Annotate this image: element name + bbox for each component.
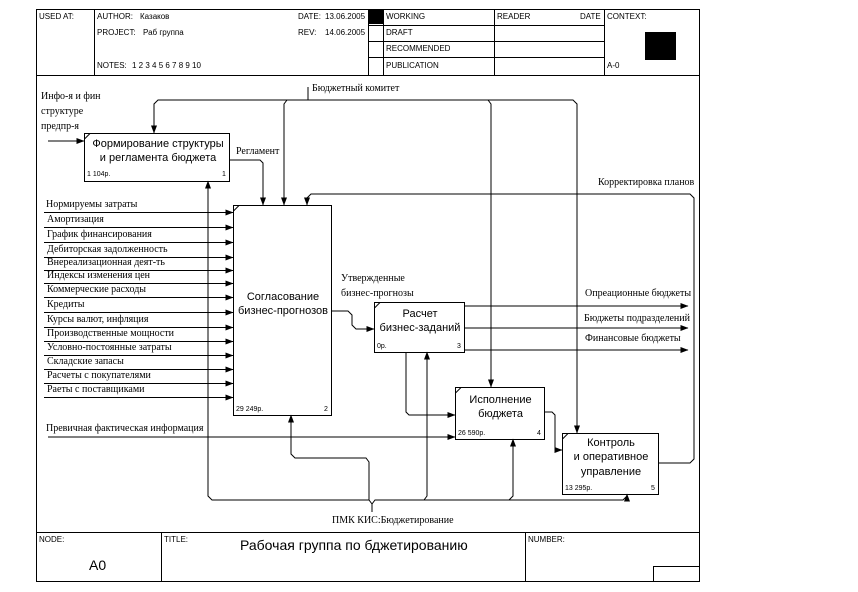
box-2-cost: 29 249р. <box>236 406 264 413</box>
box-3-title: Расчет бизнес-заданий <box>375 307 465 336</box>
box-4-cost: 26 590р. <box>458 430 486 437</box>
arrow-mech-box2 <box>288 414 370 500</box>
box-4-frame <box>455 387 545 440</box>
box-4-title-line: Исполнение <box>469 394 532 406</box>
label-input-14: Раеты с поставщиками <box>47 384 145 395</box>
label-input-1: Нормируемы затраты <box>46 199 138 210</box>
box-5-title-line: и оперативное <box>573 451 649 464</box>
arrow-committee-box4 <box>308 99 494 388</box>
author-label: AUTHOR: <box>97 12 133 21</box>
box-1-cost: 1 104р. <box>87 171 111 178</box>
label-input-8: Кредиты <box>47 299 85 310</box>
status-draft: DRAFT <box>386 28 413 37</box>
arrow-committee-box5 <box>488 99 580 434</box>
label-info-structure-2: структуре <box>41 106 84 117</box>
node-label: NODE: <box>39 535 65 544</box>
box-1-title-line: Формирование структуры <box>92 138 224 150</box>
label-input-11: Условно-постоянные затраты <box>47 342 172 353</box>
label-info-structure-1: Инфо-я и фин <box>41 91 101 102</box>
box-5-title-line: управление <box>580 465 642 478</box>
label-input-9: Курсы валют, инфляция <box>47 314 149 325</box>
context-label: CONTEXT: <box>607 12 647 21</box>
box-1-number: 1 <box>222 171 226 178</box>
label-dept-budgets: Бюджеты подразделений <box>584 313 690 324</box>
arrow-box4-box5 <box>544 411 563 453</box>
label-input-4: Дебиторская задолженность <box>47 244 168 255</box>
box-1-title: Формирование структуры и регламента бюдж… <box>86 137 230 166</box>
label-input-2: Амортизация <box>47 214 104 225</box>
box-3-number: 3 <box>457 343 461 350</box>
arrow-reglament <box>229 159 266 206</box>
used-at-label: USED AT: <box>39 12 74 21</box>
box-5-title: Контроль и оперативное управление <box>563 436 659 479</box>
diagram-title: Рабочая группа по бджетированию <box>240 537 468 553</box>
label-primary-info: Превичная фактическая информация <box>46 423 204 434</box>
label-info-structure-3: предпр-я <box>41 121 80 132</box>
notes-label: NOTES: <box>97 61 127 70</box>
date-value: 13.06.2005 <box>325 12 366 21</box>
context-node: A-0 <box>607 61 620 70</box>
label-input-5: Внереализационная деят-ть <box>47 257 165 268</box>
status-working: WORKING <box>386 12 426 21</box>
label-input-13: Расчеты с покупателями <box>47 370 151 381</box>
label-approved-forecasts-2: бизнес-прогнозы <box>341 288 414 299</box>
author-value: Казаков <box>140 12 170 21</box>
box-5-cost: 13 295р. <box>565 485 593 492</box>
box-2-title-line: бизнес-прогнозов <box>238 305 328 318</box>
arrow-mech-box3 <box>371 351 430 512</box>
label-reglament: Регламент <box>236 146 280 157</box>
label-input-10: Производственные мощности <box>47 328 175 339</box>
label-budget-committee: Бюджетный комитет <box>312 83 400 94</box>
box-5-number: 5 <box>651 485 655 492</box>
arrow-committee-box2 <box>281 99 308 206</box>
arrow-mech-box4 <box>424 438 516 501</box>
label-financial-budgets: Финансовые бюджеты <box>585 333 681 344</box>
node-value: A0 <box>89 557 107 573</box>
notes-value: 1 2 3 4 5 6 7 8 9 10 <box>132 61 201 70</box>
label-input-6: Индексы изменения цен <box>47 270 151 281</box>
box-1-title-line: и регламента бюджета <box>99 152 217 165</box>
title-label: TITLE: <box>164 535 189 544</box>
label-input-7: Коммерческие расходы <box>47 284 147 295</box>
box-4-title: Исполнение бюджета <box>456 393 545 422</box>
box-2-title-line: Согласование <box>246 291 320 303</box>
project-label: PROJECT: <box>97 28 136 37</box>
date-label: DATE: <box>298 12 321 21</box>
box-5-title-line: Контроль <box>587 437 635 449</box>
box-3-cost: 0р. <box>377 343 387 350</box>
label-operational-budgets: Опреационные бюджеты <box>585 288 692 299</box>
box-2-number: 2 <box>324 406 328 413</box>
rev-value: 14.06.2005 <box>325 28 366 37</box>
status-recommended: RECOMMENDED <box>386 44 451 53</box>
box-3-title-line: Расчет <box>402 308 438 320</box>
box-4-number: 4 <box>537 430 541 437</box>
context-box <box>645 32 676 60</box>
arrow-committee-box1 <box>151 87 309 134</box>
box-5-frame <box>562 433 659 495</box>
label-mechanism: ПМК КИС:Бюджетирование <box>332 515 454 526</box>
reader-date-label: DATE <box>580 12 601 21</box>
label-plan-correction: Корректировка планов <box>598 177 695 188</box>
label-input-12: Складские запасы <box>47 356 124 367</box>
arrow-plan-correction <box>304 193 695 464</box>
arrow-box3-box4 <box>405 352 456 418</box>
number-label: NUMBER: <box>528 535 565 544</box>
status-publication: PUBLICATION <box>386 61 439 70</box>
project-value: Раб группа <box>143 28 184 37</box>
arrow-mech-box1 <box>205 180 373 505</box>
arrow-approved-forecasts <box>331 310 375 332</box>
arrow-mech-box5 <box>509 493 630 502</box>
rev-label: REV: <box>298 28 317 37</box>
box-4-title-line: бюджета <box>478 408 523 421</box>
label-approved-forecasts-1: Утвержденные <box>341 273 405 284</box>
label-input-3: График финансирования <box>47 229 152 240</box>
reader-label: READER <box>497 12 531 21</box>
box-2-title: Согласование бизнес-прогнозов <box>234 290 332 319</box>
box-3-title-line: бизнес-заданий <box>379 322 461 335</box>
box-1-frame <box>84 133 230 182</box>
